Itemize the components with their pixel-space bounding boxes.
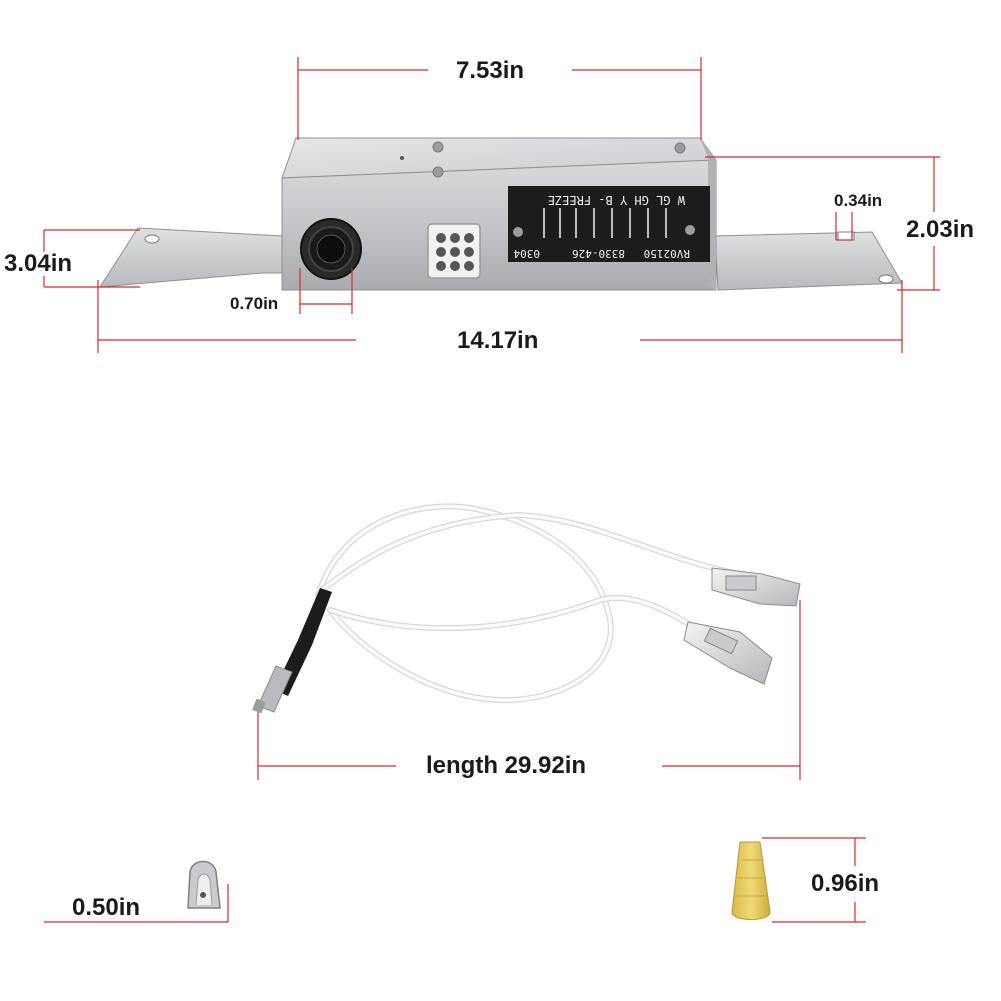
dimension-wire-nut: 0.96in [811, 870, 880, 897]
mounting-flange-right [714, 231, 903, 291]
dimension-lines-board [43, 57, 940, 353]
molex-connector [427, 223, 481, 279]
spade-terminal-lower [683, 621, 773, 685]
dimension-total-length: 14.17in [457, 327, 539, 354]
dimension-height-left: 3.04in [4, 250, 73, 277]
dimension-lines-nut [762, 837, 866, 923]
dimension-wire-length: length 29.92in [426, 752, 587, 779]
terminal-labels: W GL GH Y B- FREEZE [547, 193, 685, 207]
mounting-flange-left [99, 227, 283, 288]
part-number: 8330-426 [572, 247, 625, 260]
terminal-label-panel [508, 186, 710, 262]
dimension-height-right: 2.03in [906, 216, 975, 243]
dimension-lines-clip [44, 884, 229, 923]
dimension-slot: 0.34in [834, 191, 883, 210]
wire-nut [731, 841, 771, 920]
dimension-width-top: 7.53in [456, 57, 525, 84]
model-number: RV02150 [643, 247, 690, 260]
dimension-grommet: 0.70in [230, 294, 279, 313]
dimension-lines-wire [257, 600, 801, 780]
dimension-clip: 0.50in [72, 894, 141, 921]
wire-grommet [300, 218, 362, 280]
date-code: 0304 [513, 247, 541, 260]
retainer-clip [187, 860, 221, 909]
spade-terminal-upper [711, 567, 801, 607]
sensor-wire-assembly [252, 503, 801, 714]
